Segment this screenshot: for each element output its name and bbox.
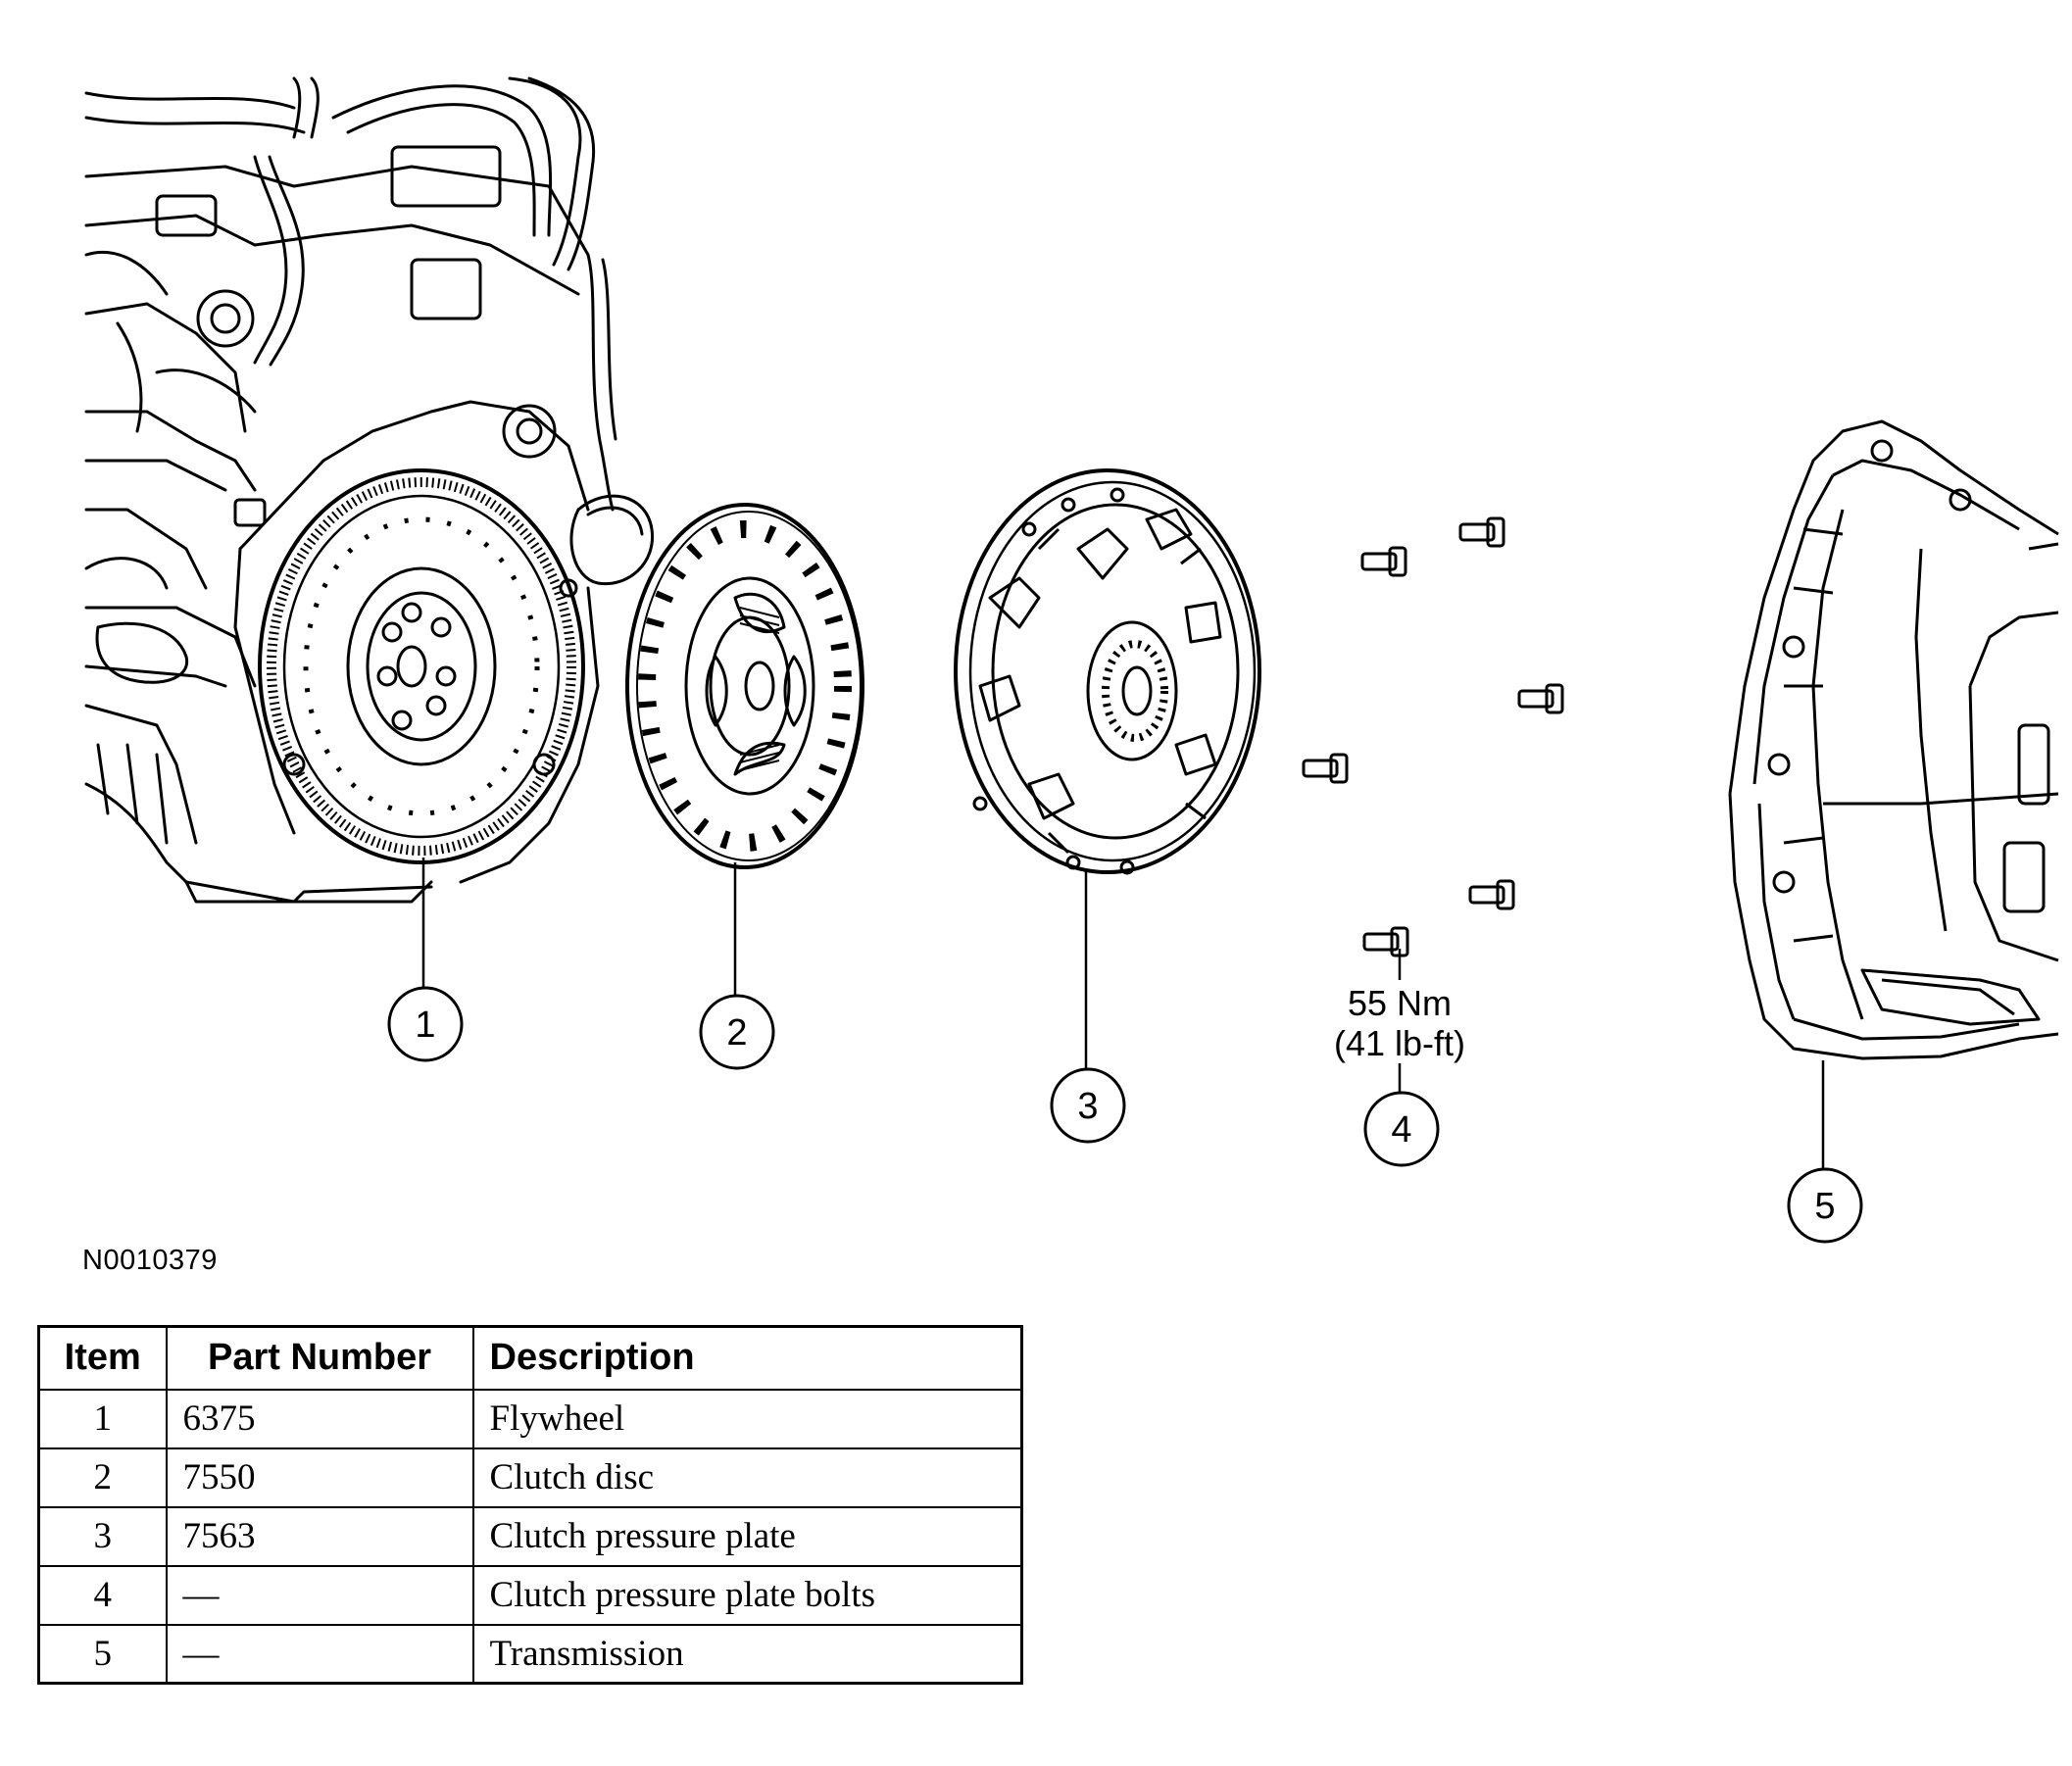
bolt-shape	[1302, 753, 1349, 784]
table-row: 1 6375 Flywheel	[37, 1388, 1023, 1449]
header-description: Description	[471, 1325, 1023, 1391]
engine-block-drawing	[84, 76, 655, 904]
parts-table-header-row: Item Part Number Description	[37, 1325, 1023, 1391]
callout-3: 3	[1050, 1067, 1126, 1144]
torque-spec-metric: 55 Nm	[1348, 983, 1452, 1023]
cell-description: Clutch disc	[471, 1447, 1023, 1508]
callout-2: 2	[699, 994, 775, 1070]
callout-2-number: 2	[726, 1012, 747, 1054]
cell-description: Clutch pressure plate bolts	[471, 1564, 1023, 1626]
transmission-drawing	[1728, 419, 2059, 1060]
parts-table: Item Part Number Description 1 6375 Flyw…	[37, 1325, 1023, 1685]
cell-item: 5	[37, 1623, 168, 1685]
cell-description: Transmission	[471, 1623, 1023, 1685]
cell-item: 3	[37, 1505, 168, 1567]
callout-5-number: 5	[1814, 1186, 1835, 1227]
table-row: 4 — Clutch pressure plate bolts	[37, 1564, 1023, 1626]
callout-3-number: 3	[1077, 1086, 1098, 1127]
callout-4-number: 4	[1391, 1109, 1411, 1151]
figure-id: N0010379	[82, 1245, 218, 1276]
cell-part-number: —	[165, 1564, 474, 1626]
cell-item: 2	[37, 1447, 168, 1508]
flywheel-drawing	[258, 468, 585, 864]
pressure-plate-bolts-drawing	[1302, 516, 1564, 957]
bolt-shape	[1517, 683, 1564, 714]
cell-part-number: —	[165, 1623, 474, 1685]
cell-part-number: 7563	[165, 1505, 474, 1567]
callout-1-number: 1	[415, 1005, 435, 1046]
table-row: 2 7550 Clutch disc	[37, 1447, 1023, 1508]
header-item: Item	[37, 1325, 168, 1391]
bolt-shape	[1468, 879, 1515, 910]
cell-item: 4	[37, 1564, 168, 1626]
cell-part-number: 7550	[165, 1447, 474, 1508]
bolt-shape	[1458, 516, 1505, 548]
cell-description: Flywheel	[471, 1388, 1023, 1449]
clutch-disc-drawing	[625, 503, 864, 869]
bolt-shape	[1362, 926, 1409, 957]
leader-lines	[421, 858, 1825, 1176]
callout-1: 1	[387, 986, 464, 1062]
cell-description: Clutch pressure plate	[471, 1505, 1023, 1567]
header-part-number: Part Number	[165, 1325, 474, 1391]
table-row: 5 — Transmission	[37, 1623, 1023, 1685]
torque-spec-imperial: (41 lb-ft)	[1334, 1023, 1465, 1063]
cell-item: 1	[37, 1388, 168, 1449]
cell-part-number: 6375	[165, 1388, 474, 1449]
callout-5: 5	[1787, 1167, 1863, 1244]
table-row: 3 7563 Clutch pressure plate	[37, 1505, 1023, 1567]
callout-4: 4	[1363, 1091, 1440, 1167]
pressure-plate-drawing	[954, 468, 1261, 875]
bolt-shape	[1360, 546, 1407, 577]
